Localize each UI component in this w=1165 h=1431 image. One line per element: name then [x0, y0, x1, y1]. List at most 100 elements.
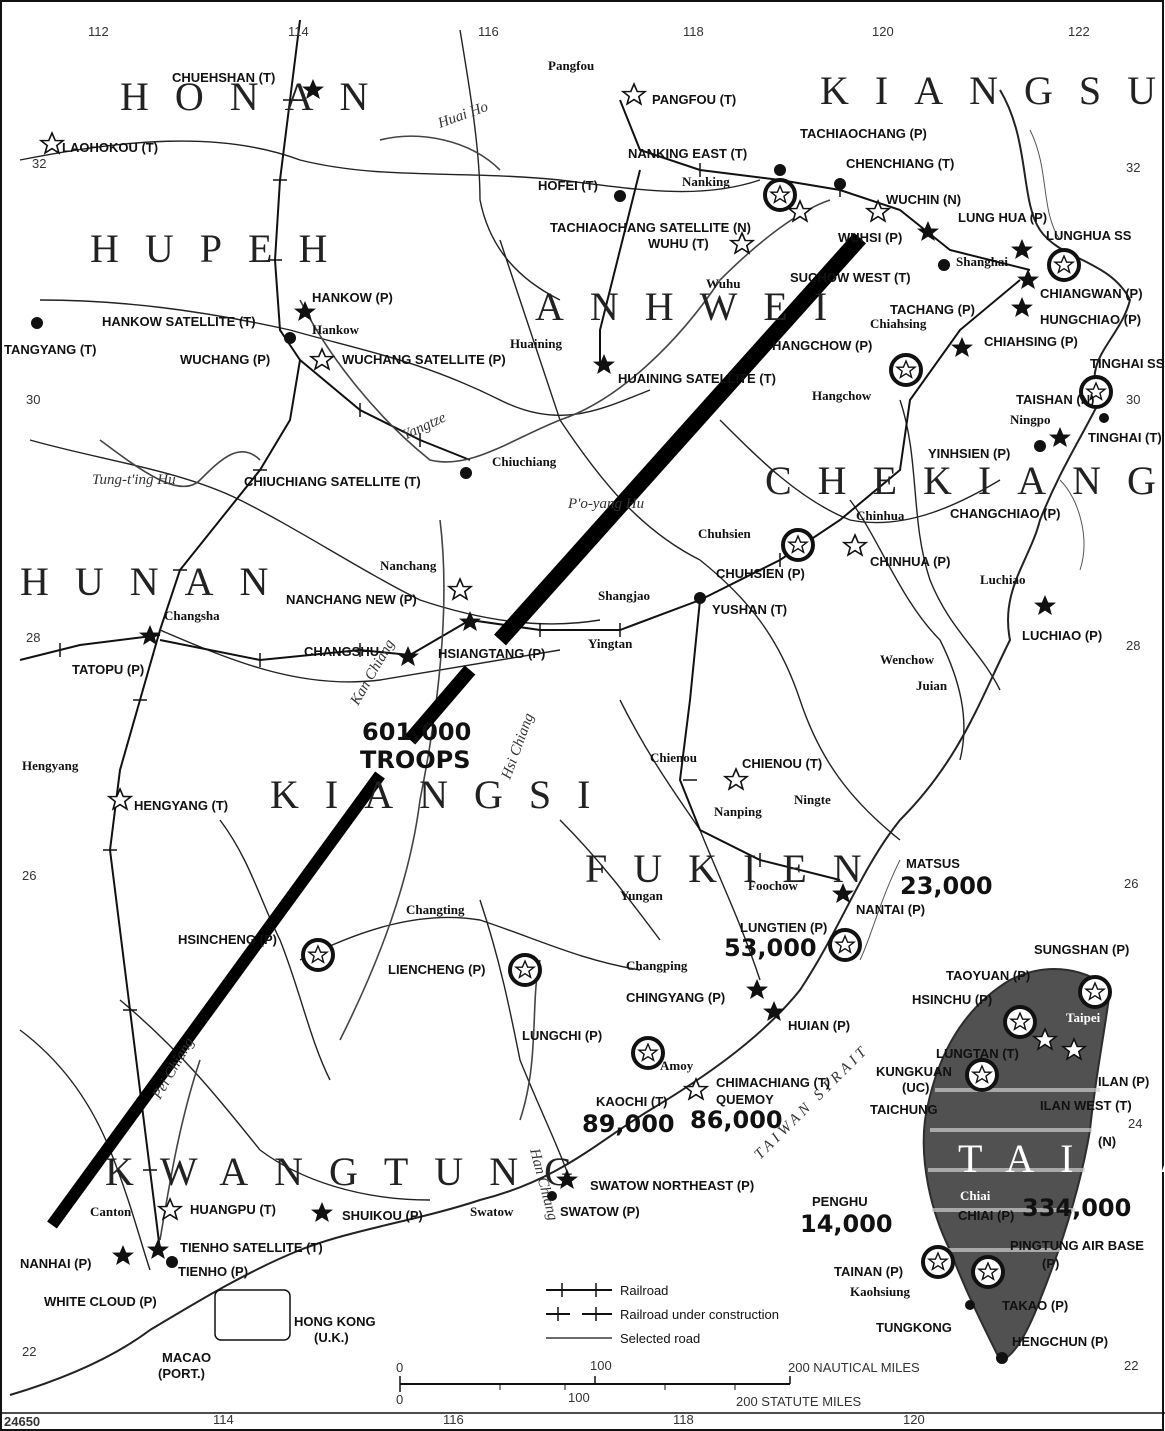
airfield-hsinchu: HSINCHU (P): [912, 992, 992, 1007]
scale-nautical-200: 200 NAUTICAL MILES: [788, 1360, 920, 1375]
lat-32-left: 32: [32, 156, 46, 171]
airfield-wuhu: WUHU (T): [648, 236, 709, 251]
airfield-nantai: NANTAI (P): [856, 902, 925, 917]
city-changsha: Changsha: [164, 608, 220, 623]
ringed-star-icon: [781, 528, 815, 562]
hong-kong-box: [214, 1289, 291, 1341]
city-changping: Changping: [626, 958, 688, 973]
airfield-chiai: CHIAI (P): [958, 1208, 1014, 1223]
taiwan-value: 334,000: [1022, 1194, 1131, 1222]
airfield-swatow: SWATOW (P): [560, 1204, 640, 1219]
penghu-value: 14,000: [800, 1210, 893, 1238]
ringed-star-icon: [763, 178, 797, 212]
airfield-chinhua: CHINHUA (P): [870, 554, 950, 569]
airfield-yushan: YUSHAN (T): [712, 602, 787, 617]
star-outline-icon: [310, 348, 334, 370]
airfield-wuhsi: WUHSI (P): [838, 230, 902, 245]
airfield-tangyang: TANGYANG (T): [4, 342, 96, 357]
amoy-value: 89,000: [582, 1110, 675, 1138]
lon-120-bottom: 120: [903, 1412, 925, 1427]
city-chinhua: Chinhua: [856, 508, 905, 523]
taiwan-banding: [928, 1088, 1100, 1252]
lat-24-right: 24: [1128, 1116, 1142, 1131]
troops-main-unit: TROOPS: [360, 746, 471, 774]
airfield-lunghua-ss: LUNGHUA SS: [1046, 228, 1132, 243]
airfield-tungkong: TUNGKONG: [876, 1320, 952, 1335]
airfield-taichung: TAICHUNG: [870, 1102, 938, 1117]
star-outline-icon: [730, 232, 754, 254]
river-huai-ho: Huai Ho: [435, 99, 491, 132]
airfield-hangchow: HANGCHOW (P): [772, 338, 872, 353]
star-icon: [1011, 297, 1033, 317]
lat-30-right: 30: [1126, 392, 1140, 407]
city-hankow: Hankow: [312, 322, 360, 337]
lon-116-bottom: 116: [443, 1412, 464, 1427]
airfield-labels: CHUEHSHAN (T) LAOHOKOU (T) PANGFOU (T) T…: [4, 70, 1165, 1349]
airfield-wuchang-satellite: WUCHANG SATELLITE (P): [342, 352, 506, 367]
star-outline-icon: [40, 132, 64, 154]
airfield-yinhsien: YINHSIEN (P): [928, 446, 1010, 461]
map-number: 24650: [4, 1414, 40, 1429]
railroads: [19, 19, 1031, 1251]
airfield-tinghai-ss: TINGHAI SS: [1090, 356, 1165, 371]
scale-nautical-0: 0: [396, 1360, 403, 1375]
lake-poyang: P'o-yang Hu: [567, 496, 644, 512]
lungtien-value: 53,000: [724, 934, 817, 962]
airfield-chiangwan: CHIANGWAN (P): [1040, 286, 1143, 301]
scale-statute-0: 0: [396, 1392, 403, 1407]
city-pangfou: Pangfou: [548, 58, 594, 73]
lat-30-left: 30: [26, 392, 40, 407]
city-foochow: Foochow: [748, 878, 798, 893]
star-outline-icon: [448, 578, 472, 600]
airfield-hankow-satellite: HANKOW SATELLITE (T): [102, 314, 256, 329]
airfield-swatow-northeast: SWATOW NORTHEAST (P): [590, 1178, 754, 1193]
troops-main-value: 601,000: [362, 718, 471, 746]
city-chuhsien: Chuhsien: [698, 526, 752, 541]
scale-nautical-100: 100: [590, 1358, 612, 1373]
coastline: [9, 89, 1132, 1396]
city-kaohsiung: Kaohsiung: [850, 1284, 910, 1299]
star-icon: [139, 625, 161, 645]
airfield-ilan-west: ILAN WEST (T): [1040, 1098, 1132, 1113]
airfield-sungshan: SUNGSHAN (P): [1034, 942, 1129, 957]
city-amoy: Amoy: [660, 1058, 694, 1073]
airfield-tienho-satellite: TIENHO SATELLITE (T): [180, 1240, 323, 1255]
lon-112: 112: [88, 24, 109, 39]
city-huaining: Huaining: [510, 336, 563, 351]
scale-statute-100: 100: [568, 1390, 590, 1405]
longitude-labels-top: 112 114 116 118 120 122: [88, 24, 1090, 39]
scale-bar: 0 100 200 NAUTICAL MILES 0 100 200 STATU…: [396, 1358, 920, 1409]
city-chienou: Chienou: [650, 750, 697, 765]
star-icon: [397, 646, 419, 666]
ringed-star-icon: [1078, 975, 1112, 1009]
ringed-star-icon: [971, 1255, 1005, 1289]
airfield-kaochi: KAOCHI (T): [596, 1094, 668, 1109]
ringed-star-icon: [889, 353, 923, 387]
city-dots: [31, 164, 1109, 1364]
city-ningte: Ningte: [794, 792, 831, 807]
airfield-luchiao: LUCHIAO (P): [1022, 628, 1102, 643]
territory-hong-kong-note: (U.K.): [314, 1330, 349, 1345]
city-canton: Canton: [90, 1204, 132, 1219]
airfield-wuchang: WUCHANG (P): [180, 352, 270, 367]
province-fukien: FUKIEN: [585, 846, 888, 891]
city-chiai: Chiai: [960, 1188, 991, 1203]
airfield-wuchin: WUCHIN (N): [886, 192, 961, 207]
airfield-chienou: CHIENOU (T): [742, 756, 822, 771]
troop-figures: 601,000 TROOPS MATSUS 23,000 53,000 89,0…: [360, 718, 1131, 1238]
city-luchiao: Luchiao: [980, 572, 1026, 587]
airfield-shuikou: SHUIKOU (P): [342, 1208, 423, 1223]
ringed-star-icon: [301, 938, 335, 972]
airfield-ilan: ILAN (P): [1098, 1074, 1149, 1089]
lat-28-left: 28: [26, 630, 40, 645]
airfield-suchow-west: SUCHOW WEST (T): [790, 270, 911, 285]
ringed-star-icon: [1047, 248, 1081, 282]
city-wenchow: Wenchow: [880, 652, 935, 667]
airfield-chenchiang: CHENCHIANG (T): [846, 156, 954, 171]
city-taipei: Taipei: [1066, 1010, 1101, 1025]
province-chekiang: CHEKIANG: [765, 458, 1165, 503]
airfield-hsincheng: HSINCHENG (P): [178, 932, 277, 947]
airfield-pangfou: PANGFOU (T): [652, 92, 736, 107]
star-outline-icon: [684, 1078, 708, 1100]
